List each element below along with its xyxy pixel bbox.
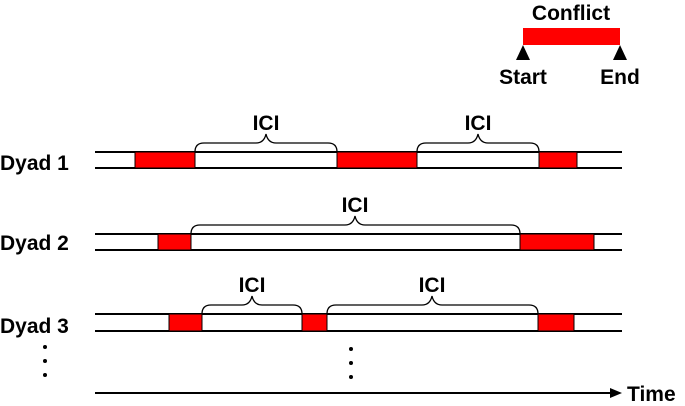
dyad-1-ici-brace-1 — [194, 133, 338, 153]
dyad-1-label: Dyad 1 — [0, 152, 69, 175]
dyad-2-conflict-2 — [519, 233, 595, 251]
dyad-2-conflict-1 — [157, 233, 192, 251]
legend: Conflict Start End — [499, 2, 640, 89]
ellipsis-middle — [349, 347, 353, 379]
dyad-3-ici-label-1: ICI — [239, 274, 266, 297]
dyad-1-conflict-2 — [336, 151, 418, 169]
dyad-1-ici-label-2: ICI — [465, 112, 492, 135]
dyad-2-row: Dyad 2 ICI — [0, 194, 622, 255]
dyad-1-conflict-1 — [134, 151, 196, 169]
end-marker-icon — [613, 45, 627, 60]
dyad-3-conflict-3 — [537, 313, 575, 332]
dyad-3-conflict-2 — [301, 313, 328, 332]
dyad-2-label: Dyad 2 — [0, 232, 69, 255]
legend-conflict-bar — [523, 28, 620, 45]
ellipsis-left — [43, 345, 47, 377]
dyad-1-ici-label-1: ICI — [253, 112, 280, 135]
time-axis-label: Time — [627, 383, 676, 406]
legend-end-label: End — [600, 66, 640, 89]
dyad-3-ici-brace-2 — [326, 295, 539, 315]
dyad-3-conflict-1 — [168, 313, 203, 332]
dyad-2-ici-brace-1 — [190, 215, 521, 235]
dyad-2-ici-label-1: ICI — [342, 194, 369, 217]
legend-title: Conflict — [532, 2, 610, 25]
start-marker-icon — [516, 45, 530, 60]
dyad-3-ici-label-2: ICI — [419, 274, 446, 297]
dyad-1-ici-brace-2 — [416, 133, 540, 153]
dyad-3-row: Dyad 3 ICI ICI — [0, 274, 622, 338]
dyad-3-ici-brace-1 — [201, 295, 303, 315]
dyad-3-label: Dyad 3 — [0, 315, 69, 338]
dyad-1-conflict-3 — [538, 151, 578, 169]
time-axis: Time — [95, 383, 676, 406]
dyad-1-row: Dyad 1 ICI ICI — [0, 112, 622, 175]
arrow-right-icon — [610, 388, 622, 398]
legend-start-label: Start — [499, 66, 547, 89]
